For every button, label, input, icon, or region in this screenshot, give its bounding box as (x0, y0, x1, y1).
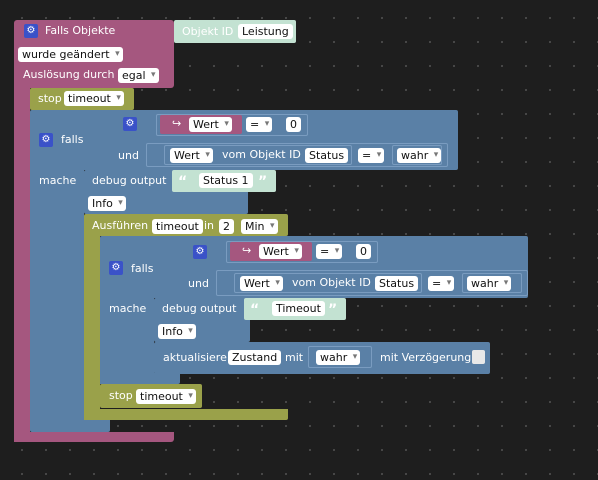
changed-dropdown[interactable]: wurde geändert (18, 47, 123, 62)
operator-dropdown-inner-1[interactable]: = (316, 244, 343, 259)
gear-icon[interactable]: ⚙ (109, 261, 123, 275)
und-label-inner: und (188, 277, 209, 290)
if-block-outer-spine (30, 165, 84, 421)
quote-open-icon: “ (250, 302, 260, 318)
from-object-label-outer: vom Objekt ID (222, 148, 301, 161)
quote-open-icon: “ (178, 174, 188, 190)
object-id-label: Objekt ID (182, 25, 234, 38)
debug-label-2: debug output (162, 302, 237, 315)
arrow-icon: ↪ (172, 117, 182, 130)
level-dropdown-1[interactable]: Info (88, 196, 126, 211)
stop-timeout-dropdown-bottom[interactable]: timeout (136, 389, 196, 404)
level-dropdown-2[interactable]: Info (158, 324, 196, 339)
if-block-inner-spine (100, 294, 154, 384)
stop-label-bottom: stop (109, 389, 133, 402)
update-label: aktualisiere (163, 351, 227, 364)
if-block-inner-foot (100, 373, 180, 384)
update-target-field[interactable]: Zustand (228, 350, 282, 365)
debug-label-1: debug output (92, 174, 167, 187)
gear-icon[interactable]: ⚙ (24, 24, 38, 38)
operator-dropdown-outer-2[interactable]: = (358, 148, 385, 163)
stop-label-top: stop (38, 92, 62, 105)
mache-label-inner: mache (109, 302, 147, 315)
event-block-foot (14, 432, 174, 442)
falls-label-outer: falls (61, 133, 84, 146)
in-label: in (204, 219, 215, 232)
timeout-block-foot (84, 409, 288, 420)
event-block-spine (14, 84, 30, 442)
timeout-name-field[interactable]: timeout (152, 219, 203, 234)
trigger-by-dropdown[interactable]: egal (118, 68, 159, 83)
update-with-label: mit (285, 351, 304, 364)
update-delay-label: mit Verzögerung (380, 351, 472, 364)
gear-icon[interactable]: ⚙ (123, 117, 137, 131)
text-field-2[interactable]: Timeout (272, 301, 325, 316)
text-field-1[interactable]: Status 1 (199, 173, 253, 188)
execute-label: Ausführen (92, 219, 149, 232)
quote-close-icon: ” (258, 174, 268, 190)
variable-dropdown-outer[interactable]: Wert (189, 117, 232, 132)
number-field-inner[interactable]: 0 (356, 244, 371, 259)
from-object-label-inner: vom Objekt ID (292, 276, 371, 289)
und-label-outer: und (118, 149, 139, 162)
operator-dropdown-outer-1[interactable]: = (246, 117, 273, 132)
object-id-field[interactable]: Leistung (238, 24, 293, 39)
operator-dropdown-inner-2[interactable]: = (428, 276, 455, 291)
falls-label-inner: falls (131, 262, 154, 275)
value-field-dropdown-outer[interactable]: Wert (170, 148, 213, 163)
bool-dropdown-inner[interactable]: wahr (467, 276, 512, 291)
bool-dropdown-outer[interactable]: wahr (397, 148, 442, 163)
trigger-by-label: Auslösung durch (23, 68, 115, 81)
amount-field[interactable]: 2 (219, 219, 234, 234)
number-field-outer[interactable]: 0 (286, 117, 301, 132)
gear-icon[interactable]: ⚙ (39, 133, 53, 147)
mache-label-outer: mache (39, 174, 77, 187)
event-title: Falls Objekte (45, 24, 116, 37)
variable-dropdown-inner[interactable]: Wert (259, 244, 302, 259)
gear-icon[interactable]: ⚙ (193, 245, 207, 259)
arrow-icon: ↪ (242, 244, 252, 257)
update-bool-dropdown[interactable]: wahr (316, 350, 361, 365)
timeout-block-spine (84, 232, 100, 420)
delay-checkbox[interactable] (472, 350, 485, 364)
unit-dropdown[interactable]: Min (241, 219, 278, 234)
value-field-dropdown-inner[interactable]: Wert (240, 276, 283, 291)
object-id-field-outer[interactable]: Status (305, 148, 349, 163)
quote-close-icon: ” (328, 302, 338, 318)
if-block-outer-foot (30, 420, 110, 432)
stop-timeout-dropdown-top[interactable]: timeout (64, 91, 124, 106)
object-id-field-inner[interactable]: Status (375, 276, 419, 291)
